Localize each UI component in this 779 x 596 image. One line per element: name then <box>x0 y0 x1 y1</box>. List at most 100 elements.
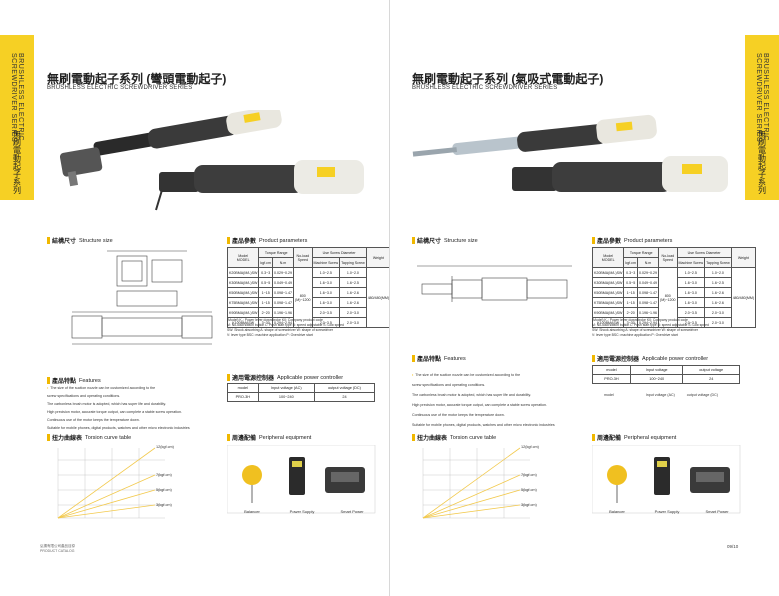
footer-line: PRODUCT CATALOG <box>40 549 75 553</box>
section-title-en: Torsion curve table <box>85 434 132 441</box>
left-side-tab: BRUSHLESS ELECTRIC SCREWDRIVER SERIES 無刷… <box>0 35 34 200</box>
note-line: M: No-load switch button L: Push start t… <box>592 323 709 327</box>
section-title-en: Applicable power controller <box>277 374 344 381</box>
right-torque-chart: 12(kgf.cm) 7(kgf.cm) 5(kgf.cm) 3(kgf.cm) <box>422 445 540 519</box>
torque-curve-3 <box>422 504 521 519</box>
left-features-heading: 產品特點 Features <box>47 376 101 385</box>
left-title-zh: 無刷電動起子系列 (彎頭電動起子) <box>47 72 227 86</box>
left-torque-heading: 扭力曲線表 Torsion curve table <box>47 433 131 442</box>
cell: 100~240 <box>257 392 315 402</box>
cell: 2.0~3.0 <box>339 307 367 318</box>
periph-label-balancer: Balancer <box>244 509 260 514</box>
cell: 0.098~1.47 <box>636 297 660 308</box>
curve-label: 7(kgf.cm) <box>156 473 173 477</box>
right-model-notes: (Model) K-: Power lever downstroke K0: C… <box>592 318 709 338</box>
cell: 1.0~2.0 <box>704 267 732 278</box>
section-marker <box>412 237 415 244</box>
section-marker <box>592 355 595 362</box>
legend-item: model <box>604 393 614 397</box>
weight-cell: 480/480(MM) <box>365 267 389 328</box>
cell: 0.3~3 <box>258 267 273 278</box>
cell: output voltage <box>682 365 740 375</box>
subheader-nm: N.m <box>636 257 660 268</box>
cell: model <box>227 383 259 393</box>
subheader-machine: Machine Screw <box>311 257 341 268</box>
curve-label: 12(kgf.cm) <box>156 445 175 449</box>
speed-cell: 800 (M)~1200 <box>293 267 313 328</box>
left-controller-heading: 適用電源控制器 Applicable power controller <box>227 373 343 382</box>
cell: 1~15 <box>623 287 638 298</box>
section-title-en: Product parameters <box>624 237 673 244</box>
left-product-photo <box>59 110 364 211</box>
left-features-list: •The size of the suction nozzle can be c… <box>47 384 190 432</box>
cell: PRO-3H <box>227 392 259 402</box>
cell: 2.0~3.5 <box>311 317 341 328</box>
section-title-zh: 周邊配備 <box>597 436 622 442</box>
cell: 2.0~3.0 <box>704 317 732 328</box>
section-title-en: Torsion curve table <box>450 434 497 441</box>
table-row: PRO-3H 100~240 24 <box>227 392 376 402</box>
curve-label: 3(kgf.cm) <box>156 503 173 507</box>
page-spine <box>389 0 390 596</box>
section-title-zh: 產品特點 <box>417 357 442 363</box>
section-title-zh: 產品參數 <box>232 239 257 245</box>
cell: 0.5~5 <box>258 277 273 288</box>
cell: 1.6~3.0 <box>676 287 706 298</box>
header-torque: Torque Range <box>623 247 660 258</box>
periph-label-balancer: Balancer <box>609 509 625 514</box>
cell: K30BMA(M/L)SW <box>591 277 625 288</box>
cell: 24 <box>313 392 376 402</box>
section-marker <box>592 434 595 441</box>
left-footer: 弘揚有限公司產品目錄 PRODUCT CATALOG <box>40 544 75 553</box>
left-structure-heading: 結構尺寸 Structure size <box>47 236 113 245</box>
cell: model <box>592 365 631 375</box>
section-marker <box>412 434 415 441</box>
cell: K30BMA(M/L)SW <box>226 277 260 288</box>
section-title-zh: 結構尺寸 <box>417 239 442 245</box>
cell: 1.6~2.6 <box>339 297 367 308</box>
note-line: (Model) K-: Power lever downstroke K0: C… <box>227 318 323 322</box>
table-row: PRO-3H 100~240 24 <box>592 374 740 384</box>
torque-curve-7 <box>57 474 156 519</box>
feature-item: screw specifications and operating condi… <box>47 394 121 398</box>
right-tab-label-en: BRUSHLESS ELECTRIC SCREWDRIVER SERIES <box>755 53 769 143</box>
curve-label: 5(kgf.cm) <box>521 488 538 492</box>
note-line: SW: Shock absorbing A: shape of screwdri… <box>592 328 698 332</box>
section-marker <box>47 237 50 244</box>
section-title-zh: 產品參數 <box>597 239 622 245</box>
cell: K90BMA(M/L)SW <box>591 307 625 318</box>
left-tab-label-zh: 無刷電動起子系列 <box>12 130 22 194</box>
cell: 2.0~3.0 <box>339 317 367 328</box>
footer-line: 弘揚有限公司產品目錄 <box>40 544 75 548</box>
section-title-en: Structure size <box>79 237 113 244</box>
header-screw: Use Screw Diameter <box>311 247 367 258</box>
feature-item: Continuous use of the motor keeps the te… <box>412 413 505 417</box>
note-line: V: lever type BSC: machine application P… <box>227 333 313 337</box>
periph-label-power-supply: Power Supply <box>654 509 680 514</box>
header-weight: Weight <box>730 247 757 268</box>
torque-curve-5 <box>422 489 521 519</box>
header-weight: Weight <box>365 247 389 268</box>
left-page: BRUSHLESS ELECTRIC SCREWDRIVER SERIES 無刷… <box>0 0 389 596</box>
section-title-en: Applicable power controller <box>642 355 709 362</box>
left-controller-table: model Input voltage (AC) output voltage … <box>227 383 376 402</box>
cell: 1.6~3.0 <box>311 287 341 298</box>
legend-item: Input voltage (AC) <box>645 393 675 397</box>
cell: K50BMA(M/L)SW <box>226 287 260 298</box>
section-title-zh: 周邊配備 <box>232 436 257 442</box>
note-line: V: lever type BSC: machine application P… <box>592 333 678 337</box>
cell: 0.196~1.96 <box>271 307 295 318</box>
subheader-kgf: kgf.cm <box>623 257 638 268</box>
balancer-image <box>242 465 262 485</box>
cell: K100BMASW <box>591 317 625 328</box>
cell: 24 <box>682 374 740 384</box>
cell: 1.6~3.0 <box>676 297 706 308</box>
cell: 0.049~0.49 <box>271 277 295 288</box>
